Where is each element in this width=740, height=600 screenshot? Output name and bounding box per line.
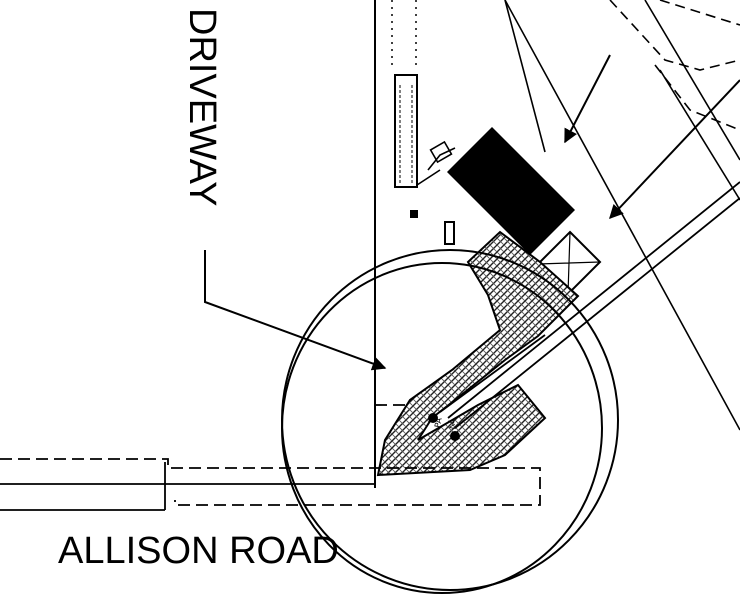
marker-pv-label: PV [446, 419, 457, 431]
road-edges [0, 462, 375, 511]
meter-fixture [416, 140, 456, 186]
marker-pa-label: PA [433, 417, 444, 429]
point-pa-dot [428, 413, 438, 423]
diagonal-survey-lines [439, 181, 740, 429]
small-marker-bar [444, 221, 455, 245]
leader-arrows [204, 0, 740, 371]
road-label: ALLISON ROAD [58, 530, 339, 572]
point-pv-dot [450, 431, 460, 441]
dashed-contour-lines [609, 0, 740, 131]
sight-circles [281, 249, 619, 594]
road-dashed-edges [0, 404, 541, 506]
structure-leader [564, 54, 611, 144]
small-marker-square [410, 210, 418, 218]
driveway-label: DRIVEWAY [181, 8, 223, 206]
utility-box [394, 74, 418, 188]
structure-footprint [447, 127, 575, 255]
driveway-leader [204, 250, 387, 371]
garage-leader [609, 79, 740, 220]
driveway-surface [376, 230, 580, 477]
dotted-utility-lines [391, 0, 417, 70]
